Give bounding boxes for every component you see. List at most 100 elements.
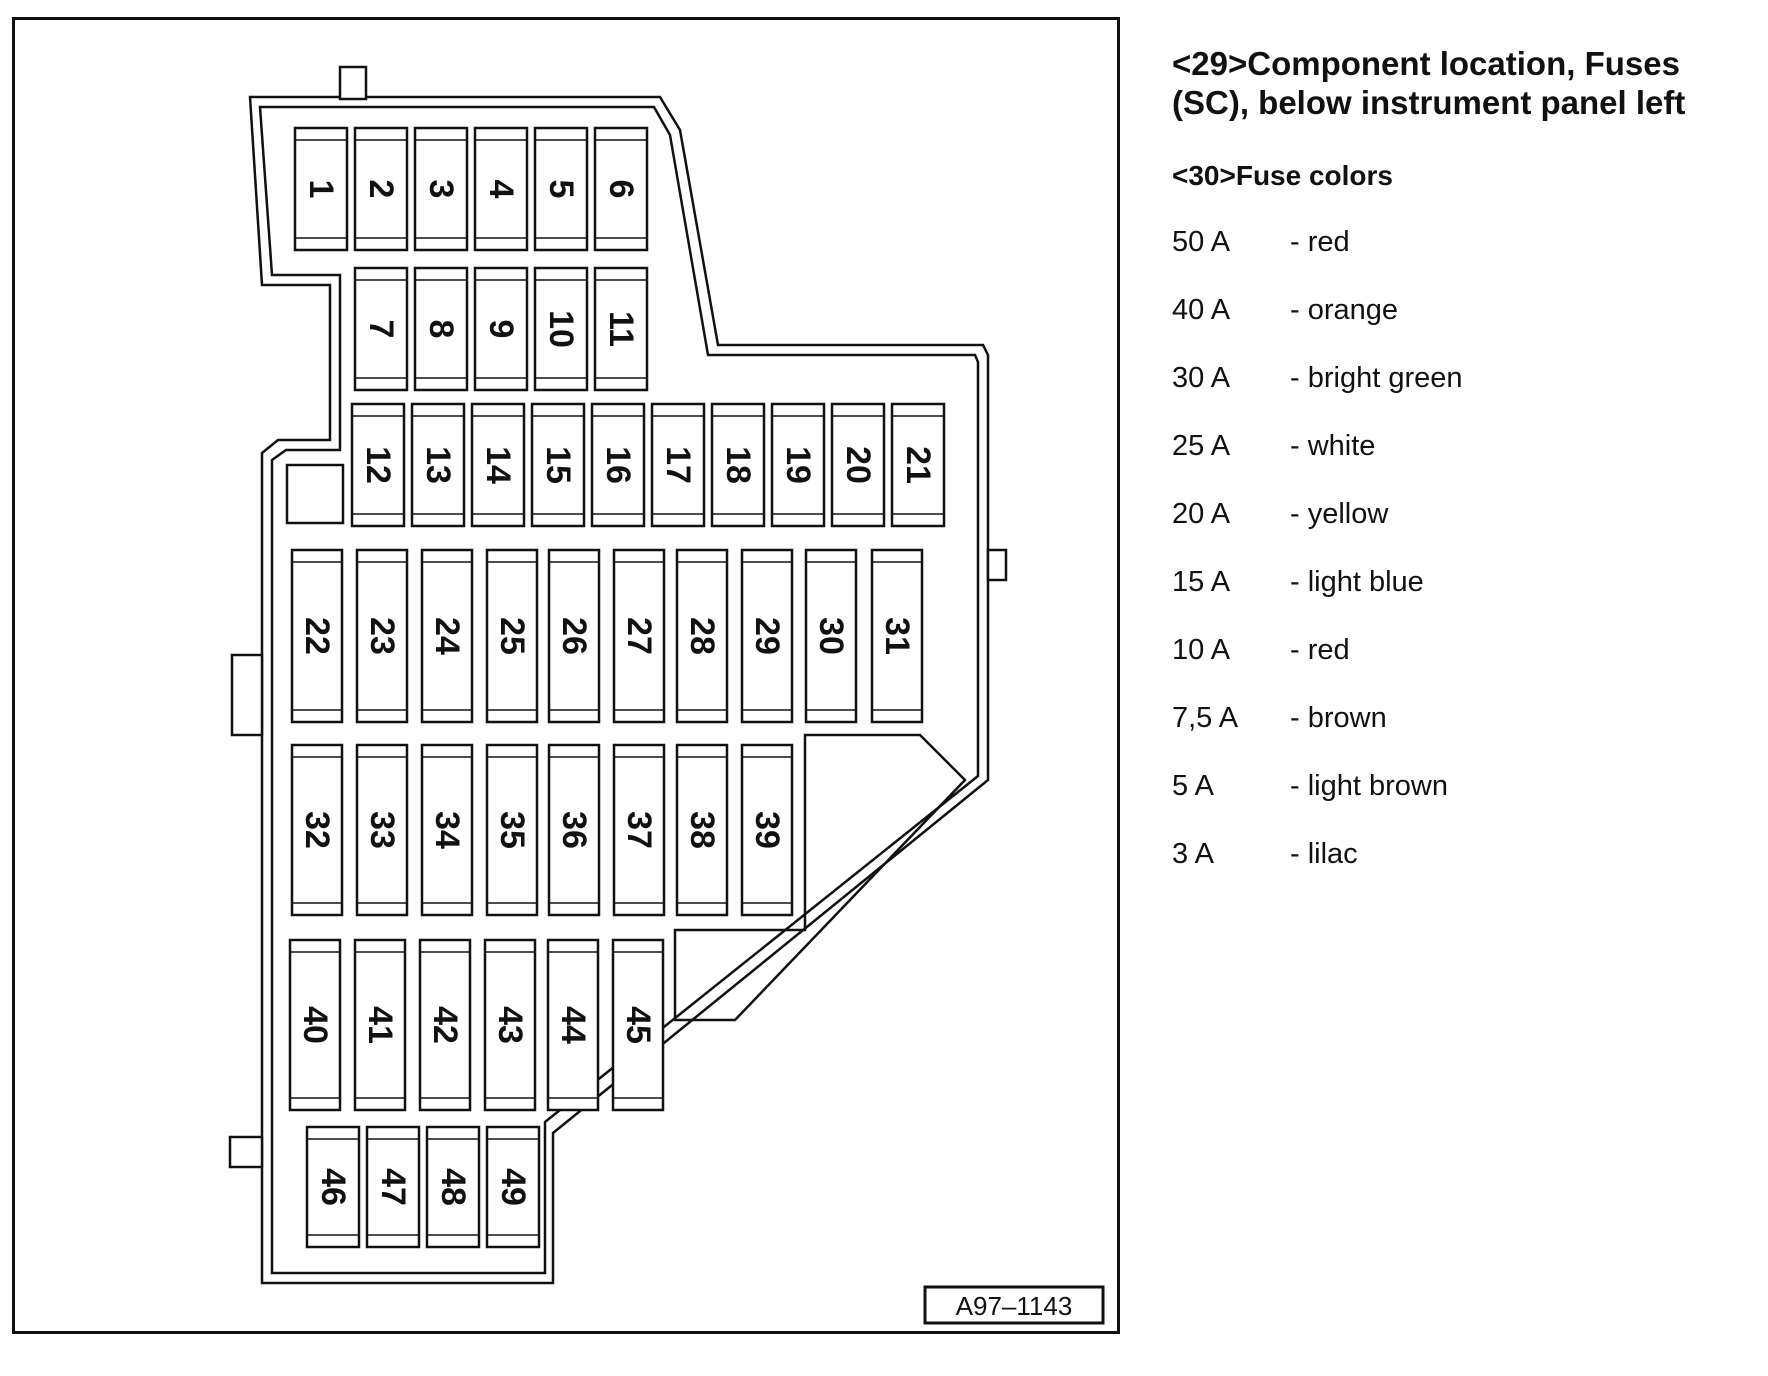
fuse-7: 7 bbox=[353, 266, 409, 392]
fuse-number: 45 bbox=[619, 1006, 657, 1044]
fuse-number: 43 bbox=[491, 1006, 529, 1044]
fuse-number: 2 bbox=[362, 180, 400, 199]
fuse-13: 13 bbox=[410, 402, 466, 528]
fuse-colors-heading: <30>Fuse colors bbox=[1172, 160, 1394, 191]
fuse-15: 15 bbox=[530, 402, 586, 528]
fuse-number: 42 bbox=[426, 1006, 464, 1044]
fuse-23: 23 bbox=[355, 548, 409, 724]
fuse-number: 47 bbox=[374, 1168, 412, 1206]
fuse-amp: 5 A bbox=[1172, 770, 1214, 802]
fuse-number: 36 bbox=[555, 811, 593, 849]
fuse-8: 8 bbox=[413, 266, 469, 392]
fuse-number: 41 bbox=[361, 1006, 399, 1044]
fuse-color-row: 15 A - light blue bbox=[1172, 566, 1752, 634]
fuse-3: 3 bbox=[413, 126, 469, 252]
fuse-16: 16 bbox=[590, 402, 646, 528]
fuse-color: - white bbox=[1290, 430, 1376, 462]
fuse-number: 13 bbox=[419, 446, 457, 484]
fuse-number: 28 bbox=[683, 617, 721, 655]
info-panel: <29>Component location, Fuses (SC), belo… bbox=[1172, 44, 1752, 906]
fuse-number: 18 bbox=[719, 446, 757, 484]
fuse-amp: 15 A bbox=[1172, 566, 1231, 598]
fuse-number: 38 bbox=[683, 811, 721, 849]
figure-ref-box bbox=[923, 1285, 1105, 1325]
fuse-amp: 30 A bbox=[1172, 362, 1231, 394]
fuse-color-row: 20 A - yellow bbox=[1172, 498, 1752, 566]
fuse-number: 40 bbox=[296, 1006, 334, 1044]
fuse-40: 40 bbox=[288, 938, 342, 1112]
fuse-box-inner-wall bbox=[258, 105, 980, 1275]
fuse-number: 21 bbox=[899, 446, 937, 484]
fuse-number: 8 bbox=[422, 320, 460, 339]
page-title: <29>Component location, Fuses (SC), belo… bbox=[1172, 45, 1686, 121]
fuse-number: 35 bbox=[493, 811, 531, 849]
fuse-color-row: 5 A - light brown bbox=[1172, 770, 1752, 838]
left-tab-upper bbox=[230, 653, 264, 737]
fuse-2: 2 bbox=[353, 126, 409, 252]
fuse-color-list: 50 A - red 40 A - orange 30 A - bright g… bbox=[1172, 226, 1752, 906]
fuse-number: 20 bbox=[839, 446, 877, 484]
fuse-41: 41 bbox=[353, 938, 407, 1112]
fuse-number: 15 bbox=[539, 446, 577, 484]
fuse-34: 34 bbox=[420, 743, 474, 917]
fuse-color-row: 25 A - white bbox=[1172, 430, 1752, 498]
fuse-color: - orange bbox=[1290, 294, 1399, 326]
fuse-44: 44 bbox=[546, 938, 600, 1112]
fuse-color: - brown bbox=[1290, 702, 1387, 734]
fuse-20: 20 bbox=[830, 402, 886, 528]
fuse-11: 11 bbox=[593, 266, 649, 392]
fuse-number: 24 bbox=[428, 617, 466, 655]
fuse-number: 46 bbox=[314, 1168, 352, 1206]
fuse-color: - light blue bbox=[1290, 566, 1424, 598]
fuse-number: 32 bbox=[298, 811, 336, 849]
fuse-color-row: 10 A - red bbox=[1172, 634, 1752, 702]
fuse-35: 35 bbox=[485, 743, 539, 917]
fuse-number: 12 bbox=[359, 446, 397, 484]
fuse-9: 9 bbox=[473, 266, 529, 392]
fuse-48: 48 bbox=[425, 1125, 481, 1249]
fuse-number: 49 bbox=[494, 1168, 532, 1206]
fuse-17: 17 bbox=[650, 402, 706, 528]
fuse-number: 25 bbox=[493, 617, 531, 655]
fuse-27: 27 bbox=[612, 548, 666, 724]
fuse-number: 33 bbox=[363, 811, 401, 849]
fuse-number: 7 bbox=[362, 320, 400, 339]
fuse-color: - light brown bbox=[1290, 770, 1448, 802]
fuse-amp: 7,5 A bbox=[1172, 702, 1239, 734]
fuse-color: - yellow bbox=[1290, 498, 1389, 530]
diagram-frame bbox=[12, 17, 1120, 1334]
fuse-number: 19 bbox=[779, 446, 817, 484]
fuse-amp: 25 A bbox=[1172, 430, 1231, 462]
fuse-43: 43 bbox=[483, 938, 537, 1112]
fuse-number: 3 bbox=[422, 180, 460, 199]
fuse-42: 42 bbox=[418, 938, 472, 1112]
fuse-30: 30 bbox=[804, 548, 858, 724]
fuse-number: 9 bbox=[482, 320, 520, 339]
fuse-45: 45 bbox=[611, 938, 665, 1112]
fuse-18: 18 bbox=[710, 402, 766, 528]
fuse-32: 32 bbox=[290, 743, 344, 917]
fuse-6: 6 bbox=[593, 126, 649, 252]
fuse-color: - red bbox=[1290, 634, 1350, 666]
fuse-color-row: 40 A - orange bbox=[1172, 294, 1752, 362]
fuse-number: 16 bbox=[599, 446, 637, 484]
fuse-number: 39 bbox=[748, 811, 786, 849]
fuse-amp: 40 A bbox=[1172, 294, 1231, 326]
fuse-number: 5 bbox=[542, 180, 580, 199]
fuse-color-row: 30 A - bright green bbox=[1172, 362, 1752, 430]
fuse-color: - red bbox=[1290, 226, 1350, 258]
fuse-number: 31 bbox=[878, 617, 916, 655]
fuse-amp: 50 A bbox=[1172, 226, 1231, 258]
fuse-38: 38 bbox=[675, 743, 729, 917]
fuse-37: 37 bbox=[612, 743, 666, 917]
fuse-number: 6 bbox=[602, 180, 640, 199]
fuse-39: 39 bbox=[740, 743, 794, 917]
fuse-25: 25 bbox=[485, 548, 539, 724]
fuse-21: 21 bbox=[890, 402, 946, 528]
fuse-number: 27 bbox=[620, 617, 658, 655]
fuse-31: 31 bbox=[870, 548, 924, 724]
fuse-color-row: 7,5 A - brown bbox=[1172, 702, 1752, 770]
fuse-14: 14 bbox=[470, 402, 526, 528]
fuse-amp: 10 A bbox=[1172, 634, 1231, 666]
